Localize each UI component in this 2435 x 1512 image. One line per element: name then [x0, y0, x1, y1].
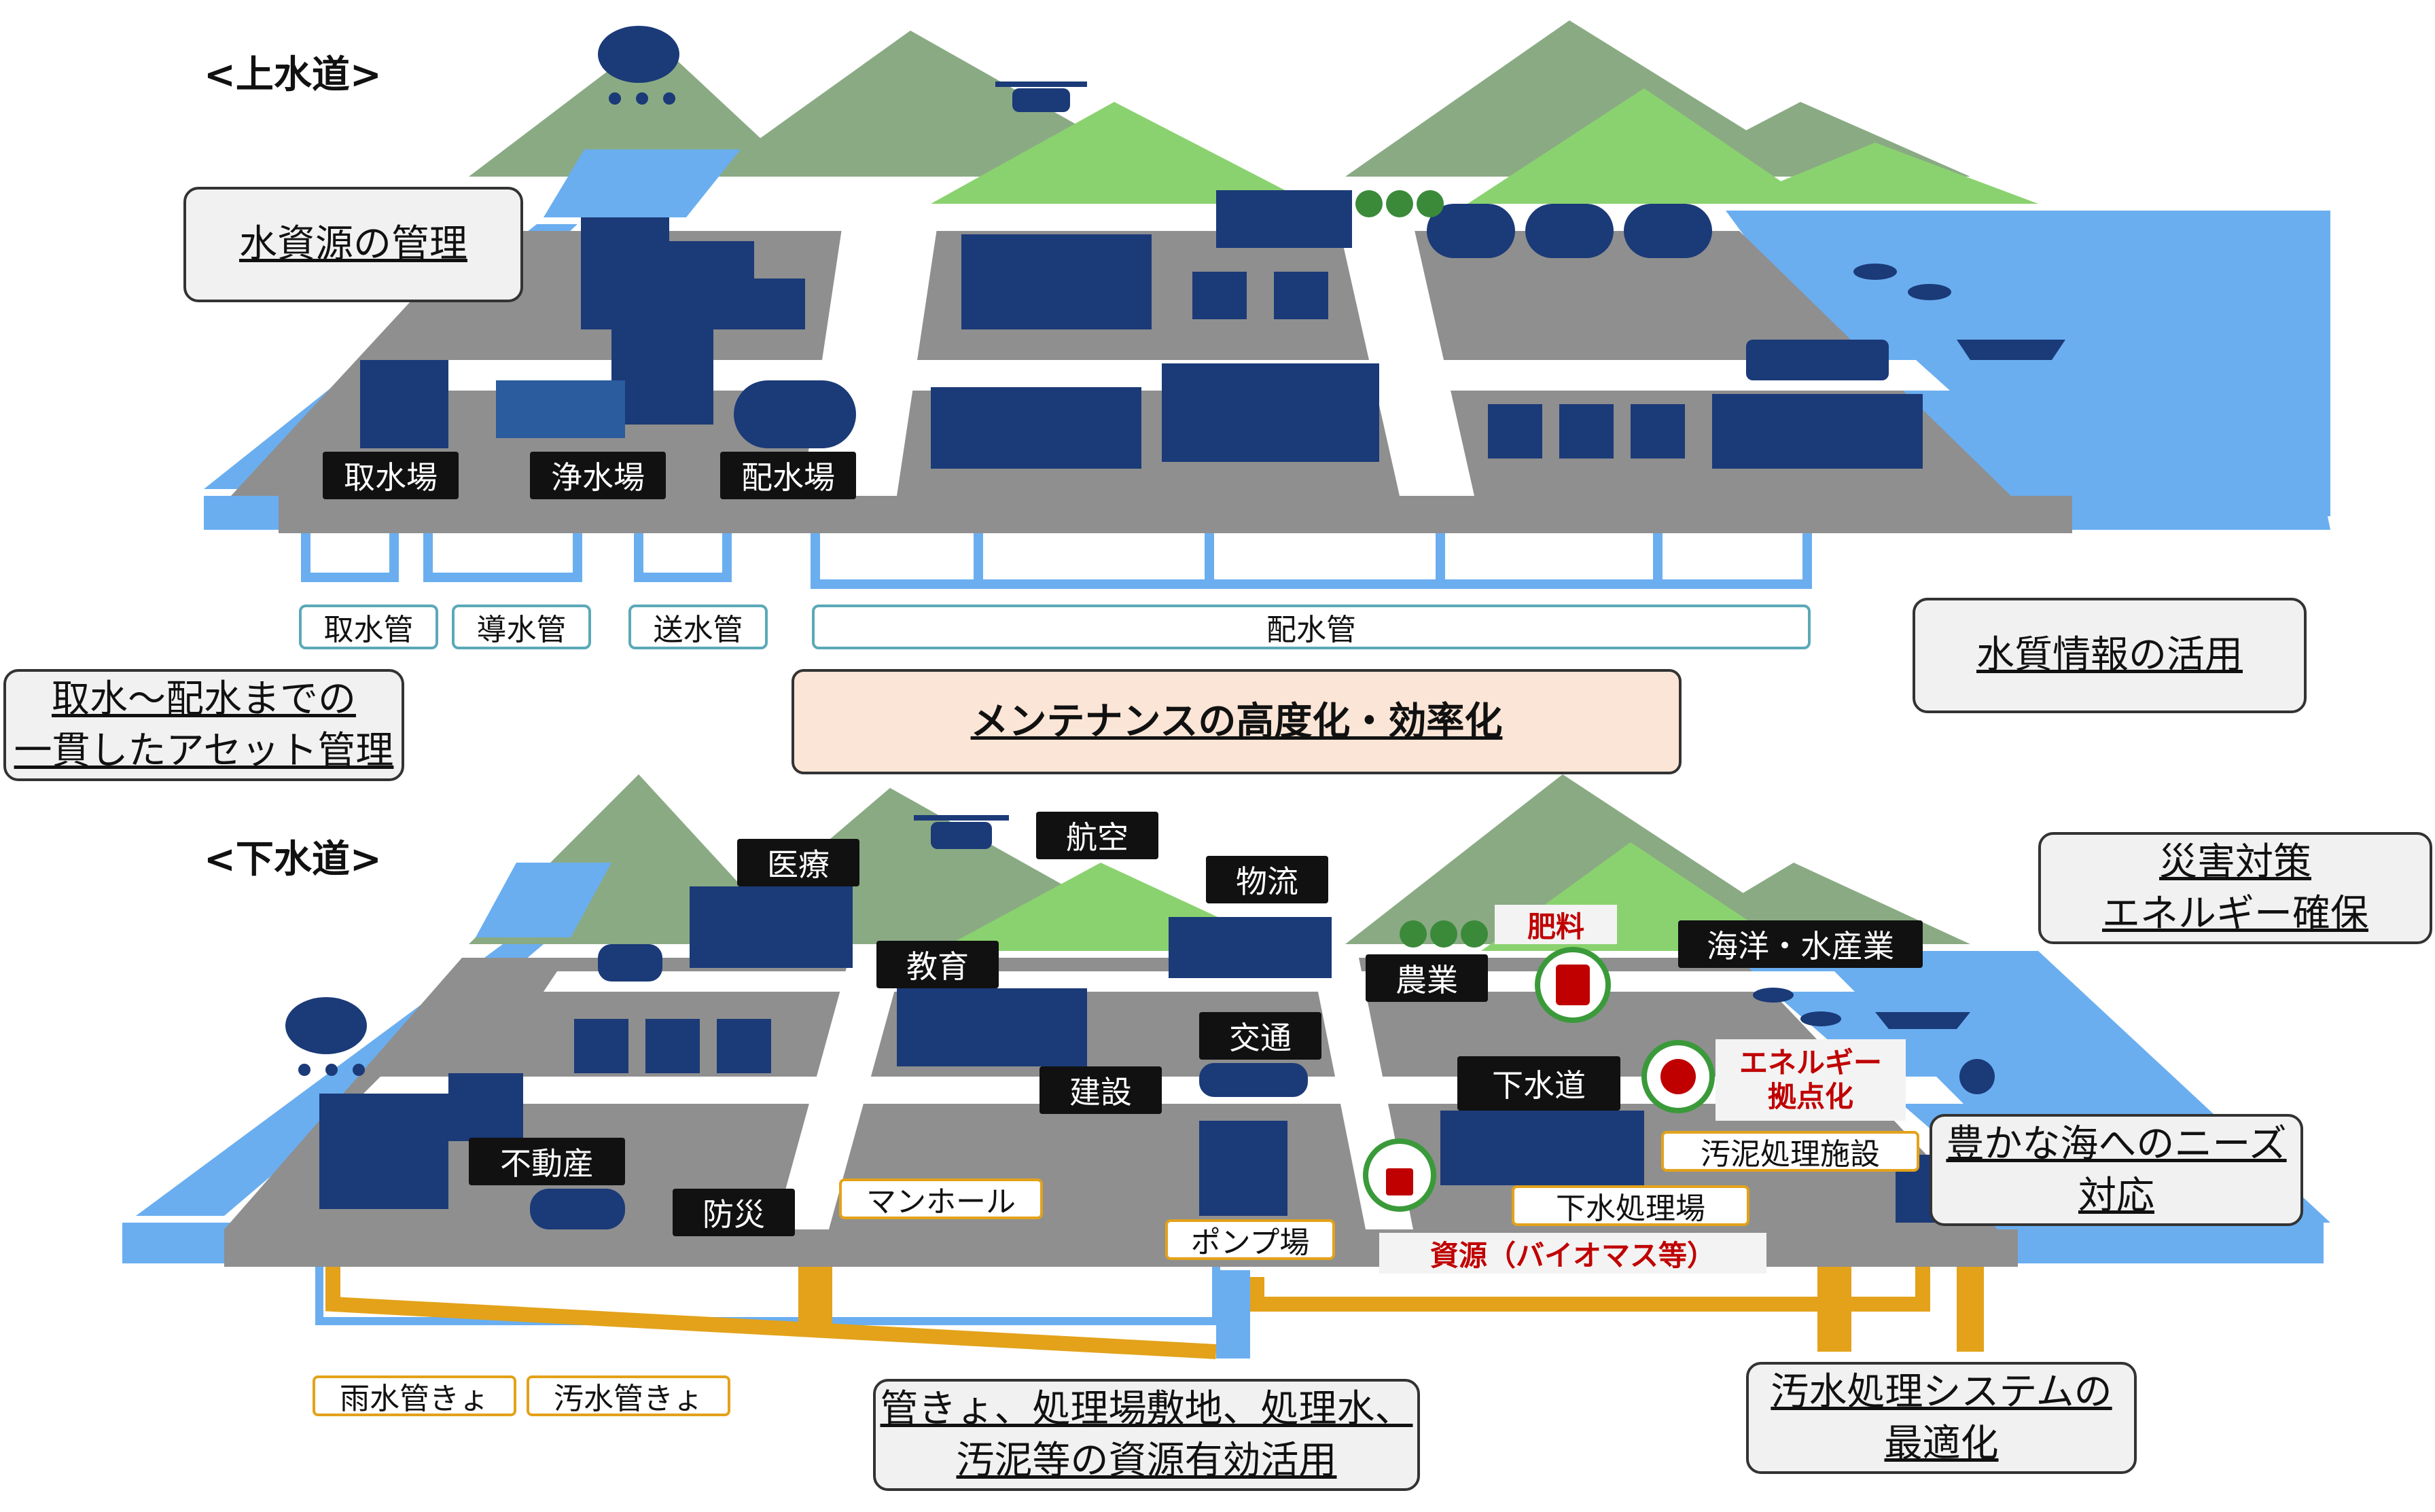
- upper-fish: [1853, 264, 2065, 360]
- upper-drone: [995, 82, 1087, 112]
- facility-manhole: マンホール: [839, 1178, 1043, 1219]
- label-fertilizer: 肥料: [1495, 905, 1617, 944]
- upper-trees: [1355, 190, 1444, 217]
- callout-rich-sea: 豊かな海へのニーズ 対応: [1930, 1114, 2303, 1226]
- callout-resource-reuse: 管きょ、処理場敷地、処理水、 汚泥等の資源有効活用: [873, 1379, 1420, 1491]
- upper-buildings: [360, 190, 1923, 469]
- sector-medical: 医療: [737, 839, 859, 886]
- callout-disaster-line2: エネルギー確保: [2102, 891, 2368, 936]
- callout-asset-line1: 取水～配水までの: [52, 677, 356, 721]
- callout-sea-line1: 豊かな海へのニーズ: [1946, 1121, 2287, 1166]
- sector-real-estate: 不動産: [469, 1138, 625, 1185]
- pipe-wastewater: 汚水管きょ: [527, 1375, 730, 1416]
- pipe-intake: 取水管: [299, 605, 438, 649]
- label-energy-hub: エネルギー 拠点化: [1716, 1039, 1906, 1121]
- facility-sewage-plant: 下水処理場: [1512, 1185, 1749, 1226]
- sector-logistics: 物流: [1206, 856, 1328, 903]
- upper-greenhouses: [1427, 204, 1712, 258]
- callout-reuse-line2: 汚泥等の資源有効活用: [956, 1438, 1337, 1483]
- lower-cloud: [285, 997, 367, 1076]
- pipe-stormwater: 雨水管きょ: [313, 1375, 516, 1416]
- callout-disaster-energy: 災害対策 エネルギー確保: [2038, 832, 2432, 944]
- fertilizer-icon: [1535, 947, 1611, 1023]
- sector-education: 教育: [876, 941, 999, 988]
- lower-trees: [1400, 920, 1488, 948]
- facility-intake: 取水場: [323, 452, 459, 499]
- facility-purification: 浄水場: [530, 452, 666, 499]
- upper-section-title: <上水道>: [204, 52, 382, 97]
- callout-asset-management: 取水～配水までの 一貫したアセット管理: [3, 669, 404, 781]
- lower-buildings: [319, 886, 1644, 1229]
- sector-aviation: 航空: [1036, 812, 1158, 859]
- callout-reuse-line1: 管きょ、処理場敷地、処理水、: [880, 1386, 1413, 1431]
- label-energy-line2: 拠点化: [1767, 1080, 1853, 1113]
- sector-transport: 交通: [1199, 1012, 1321, 1060]
- callout-water-quality: 水質情報の活用: [1913, 598, 2307, 713]
- label-resource-biomass: 資源（バイオマス等）: [1379, 1233, 1766, 1274]
- sector-agriculture: 農業: [1366, 954, 1488, 1002]
- sector-construction: 建設: [1039, 1066, 1162, 1114]
- lower-pipes: [315, 1267, 1984, 1359]
- facility-distribution: 配水場: [720, 452, 856, 499]
- label-energy-line1: エネルギー: [1739, 1045, 1882, 1079]
- sector-disaster-prevention: 防災: [673, 1189, 795, 1236]
- upper-cloud: [598, 26, 679, 105]
- lower-marine: [1753, 988, 1995, 1094]
- pipe-transmission: 送水管: [628, 605, 768, 649]
- callout-optimize-line2: 最適化: [1884, 1421, 1999, 1466]
- callout-maintenance: メンテナンスの高度化・効率化: [792, 669, 1682, 774]
- callout-sea-line2: 対応: [2078, 1173, 2154, 1218]
- callout-asset-line2: 一貫したアセット管理: [14, 728, 394, 773]
- callout-water-resource: 水資源の管理: [183, 187, 523, 302]
- sector-marine-fishery: 海洋・水産業: [1678, 920, 1923, 968]
- upper-mountains: [469, 20, 2038, 204]
- lower-drone: [914, 815, 1009, 849]
- callout-disaster-line1: 災害対策: [2159, 840, 2311, 884]
- biomass-icon: [1363, 1138, 1436, 1212]
- facility-pump-station: ポンプ場: [1165, 1219, 1335, 1260]
- facility-sludge-treatment: 汚泥処理施設: [1661, 1131, 1919, 1172]
- sector-sewerage: 下水道: [1457, 1056, 1620, 1111]
- pipe-conveyance: 導水管: [452, 605, 591, 649]
- pipe-distribution: 配水管: [812, 605, 1811, 649]
- upper-pipes: [301, 533, 1812, 589]
- energy-icon: [1641, 1040, 1715, 1113]
- lower-section-title: <下水道>: [204, 837, 382, 882]
- callout-optimize-line1: 汚水処理システムの: [1771, 1369, 2112, 1414]
- callout-optimization: 汚水処理システムの 最適化: [1746, 1362, 2137, 1474]
